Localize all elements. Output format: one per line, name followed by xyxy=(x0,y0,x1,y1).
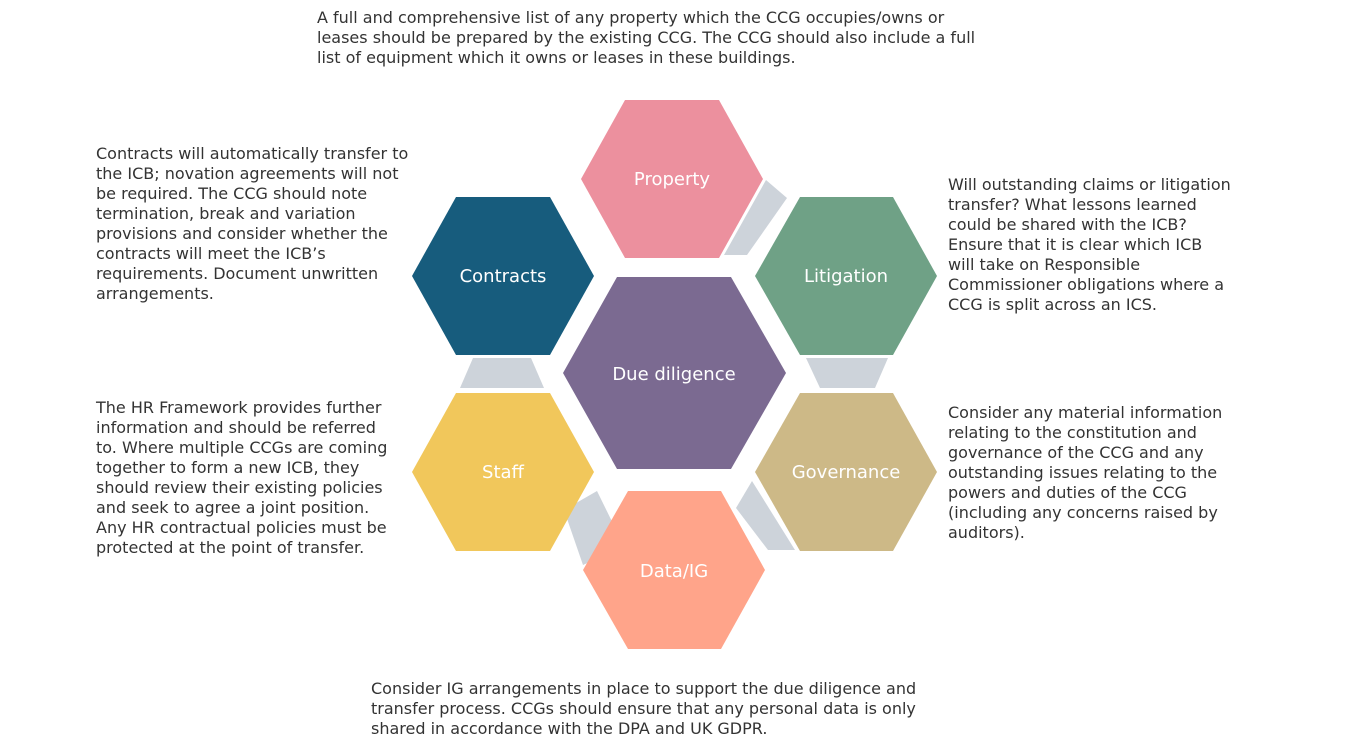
hex-litigation xyxy=(755,197,937,355)
label-litigation: Litigation xyxy=(804,266,888,287)
description-contracts: Contracts will automatically transfer to… xyxy=(96,144,409,303)
hex-dataig xyxy=(583,491,765,649)
connector-litigation-governance xyxy=(806,358,888,388)
label-property: Property xyxy=(634,169,711,190)
connector-property-litigation xyxy=(724,180,787,255)
connector-staff-contracts xyxy=(460,358,544,388)
hex-governance xyxy=(755,393,937,551)
label-contracts: Contracts xyxy=(460,266,547,287)
connector-governance-dataig xyxy=(736,481,795,550)
description-staff: The HR Framework provides further inform… xyxy=(96,398,388,557)
description-property: A full and comprehensive list of any pro… xyxy=(317,8,976,67)
hex-staff xyxy=(412,393,594,551)
label-dataig: Data/IG xyxy=(640,561,708,582)
description-litigation: Will outstanding claims or litigation tr… xyxy=(948,175,1231,314)
hex-center xyxy=(563,277,786,469)
hex-property xyxy=(581,100,763,258)
hex-contracts xyxy=(412,197,594,355)
description-governance: Consider any material information relati… xyxy=(948,403,1223,542)
label-governance: Governance xyxy=(792,462,901,483)
label-center: Due diligence xyxy=(612,364,735,385)
label-staff: Staff xyxy=(482,462,525,483)
description-dataig: Consider IG arrangements in place to sup… xyxy=(371,679,917,738)
